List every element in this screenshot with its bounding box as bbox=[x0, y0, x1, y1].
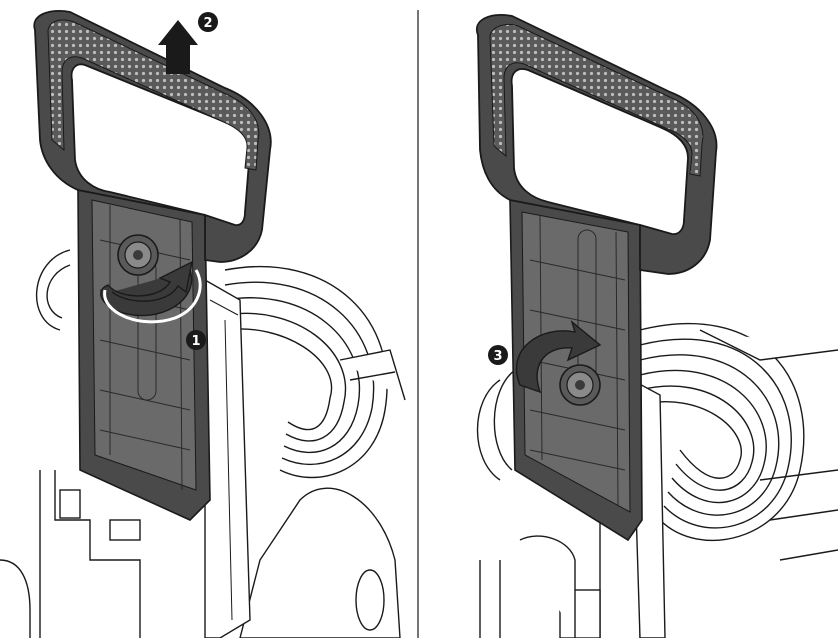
step-number: 1 bbox=[191, 334, 200, 349]
right-panel: 3 bbox=[475, 14, 838, 638]
step-badge: 1 bbox=[186, 330, 206, 350]
machine-body bbox=[479, 329, 838, 638]
stand-post bbox=[204, 278, 251, 638]
rotate-arrow-icon bbox=[100, 260, 193, 317]
machine-body bbox=[0, 349, 406, 638]
knob-icon[interactable] bbox=[559, 364, 601, 406]
hose-coil bbox=[36, 249, 388, 479]
telescopic-handle bbox=[475, 14, 718, 542]
knob-icon[interactable] bbox=[117, 234, 159, 276]
left-panel: 2 1 bbox=[0, 10, 406, 638]
step-number: 3 bbox=[493, 349, 502, 364]
step-number: 2 bbox=[203, 16, 212, 31]
rotate-arrow-icon bbox=[515, 320, 602, 394]
step-badge: 2 bbox=[198, 12, 218, 32]
step-badge: 3 bbox=[488, 345, 508, 365]
arrow-up-icon bbox=[158, 20, 198, 74]
hose-coil bbox=[476, 323, 805, 542]
